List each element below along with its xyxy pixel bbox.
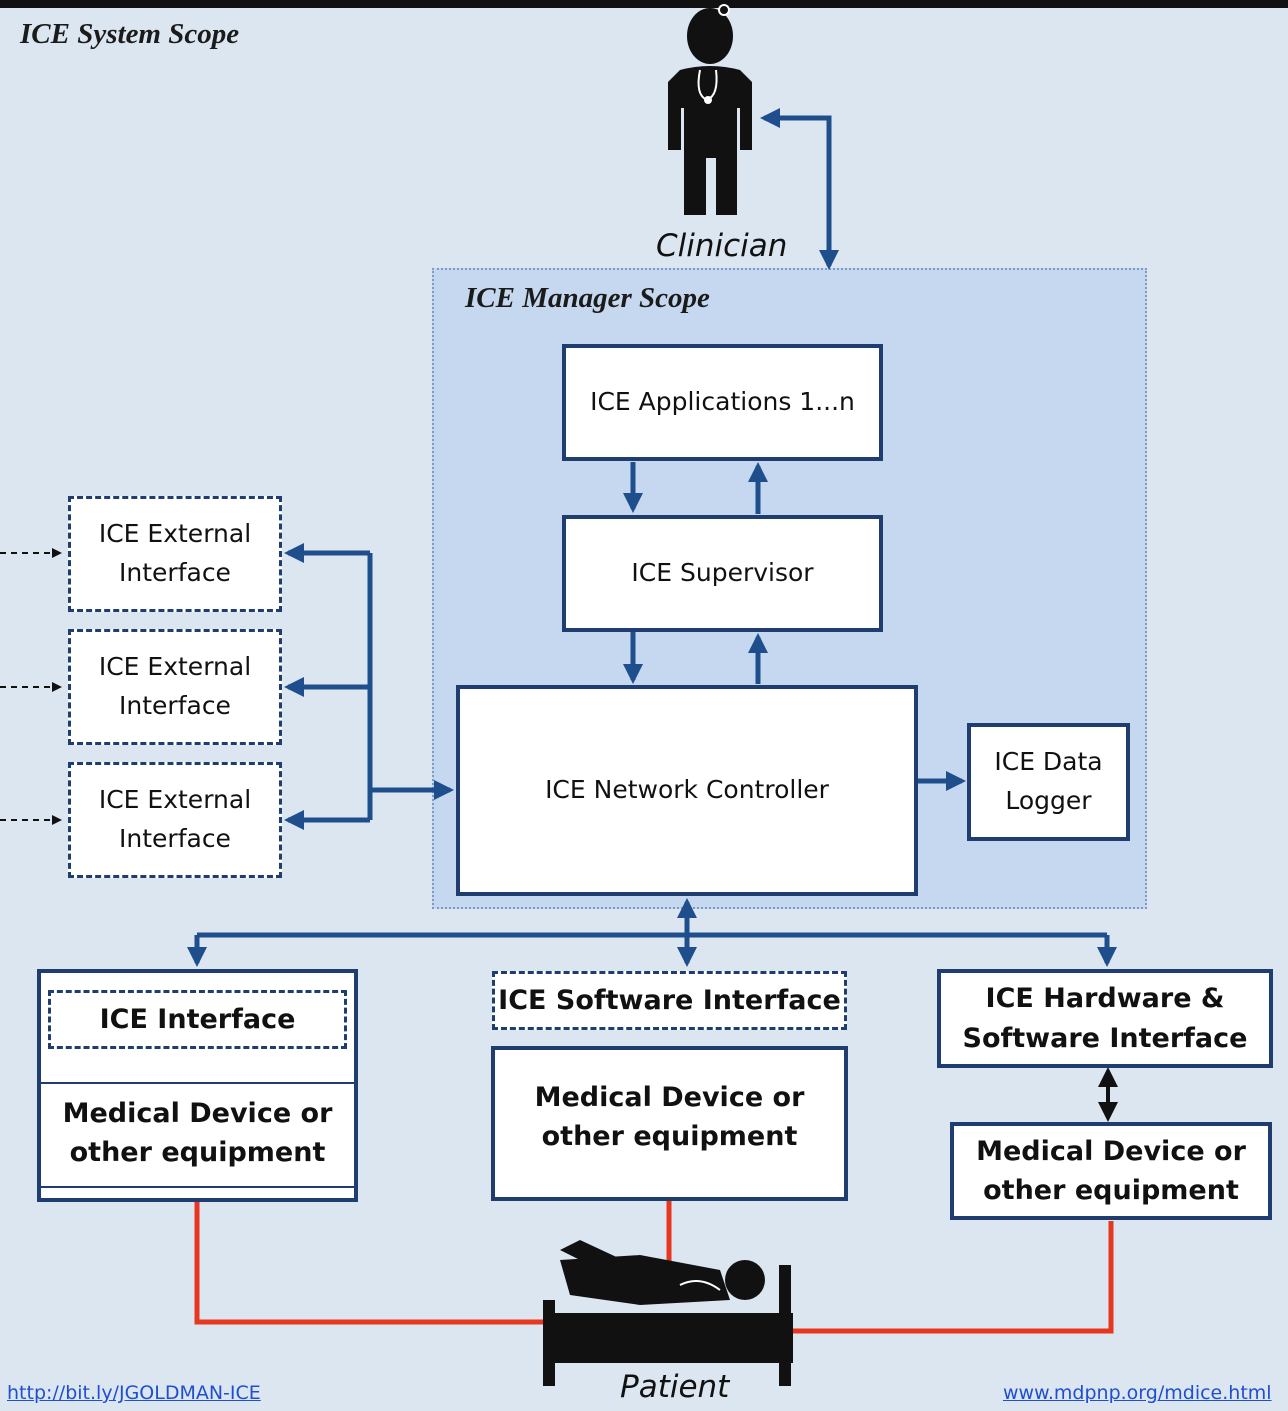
ice-network-controller-box: ICE Network Controller [456,685,918,896]
goldman-ice-link[interactable]: http://bit.ly/JGOLDMAN-ICE [7,1382,261,1404]
left-equipment-label: Medical Device or other equipment [62,1098,333,1169]
ice-applications-label: ICE Applications 1...n [590,387,855,417]
top-border [0,0,1288,8]
right-equipment-box: Medical Device or other equipment [950,1122,1272,1220]
external-interface-label: ICE External Interface [98,652,252,720]
ice-data-logger-box: ICE Data Logger [967,723,1130,841]
ice-external-interface-3: ICE External Interface [68,762,282,878]
ice-supervisor-box: ICE Supervisor [562,515,883,632]
ice-data-logger-label: ICE Data Logger [994,747,1103,815]
ice-hardware-software-interface-box: ICE Hardware & Software Interface [937,969,1273,1068]
patient-label: Patient [620,1369,730,1405]
ice-external-interface-1: ICE External Interface [68,496,282,612]
ice-hardware-software-interface-label: ICE Hardware & Software Interface [962,983,1248,1054]
center-equipment-label: Medical Device or other equipment [534,1082,805,1153]
ice-network-controller-label: ICE Network Controller [545,775,829,805]
right-equipment-label: Medical Device or other equipment [976,1135,1246,1206]
center-equipment-box: Medical Device or other equipment [491,1046,848,1201]
divider [39,1082,356,1084]
ice-supervisor-label: ICE Supervisor [631,558,814,588]
clinician-label: Clinician [656,228,788,264]
ice-software-interface-box: ICE Software Interface [492,971,847,1030]
ice-interface-label: ICE Interface [99,1003,296,1035]
mdpnp-link[interactable]: www.mdpnp.org/mdice.html [1003,1382,1272,1404]
ice-external-interface-2: ICE External Interface [68,629,282,745]
system-scope-title: ICE System Scope [20,18,240,50]
external-interface-label: ICE External Interface [98,519,252,587]
external-interface-label: ICE External Interface [98,785,252,853]
ice-applications-box: ICE Applications 1...n [562,344,883,461]
manager-scope-title: ICE Manager Scope [465,282,710,314]
divider [39,1186,356,1188]
ice-interface-box: ICE Interface [48,990,347,1049]
ice-software-interface-label: ICE Software Interface [498,984,841,1016]
